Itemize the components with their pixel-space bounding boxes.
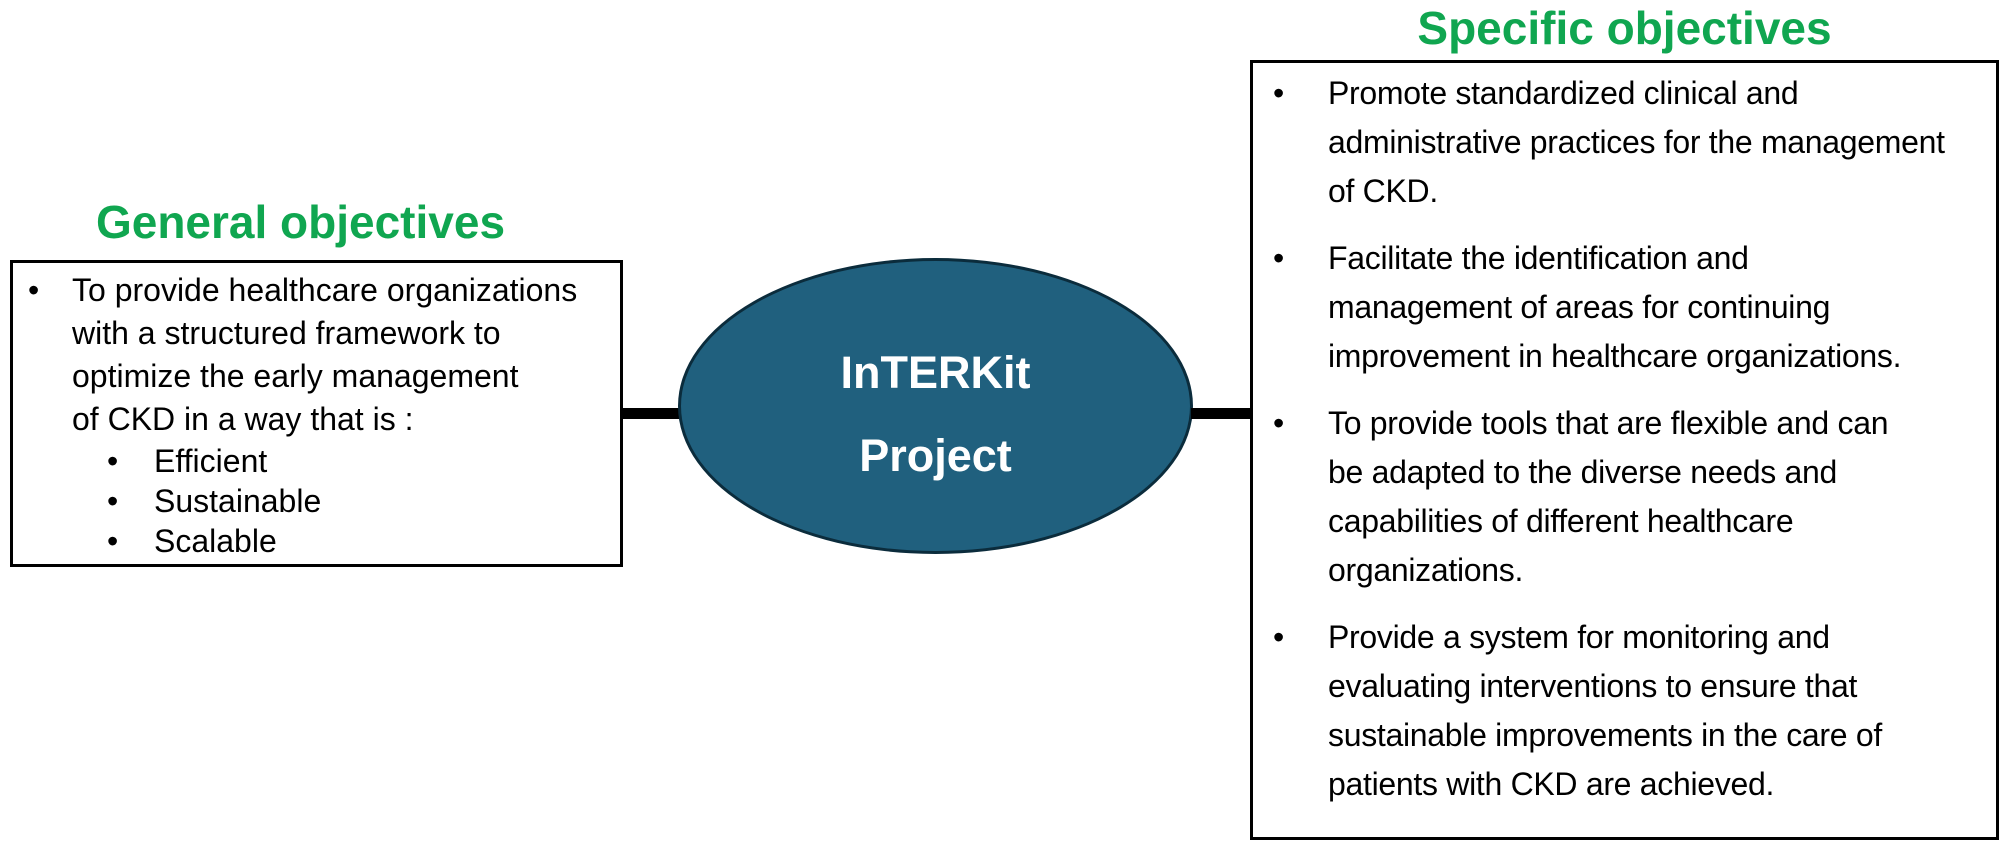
text-line: with a structured framework to (72, 315, 501, 351)
general-objectives-heading: General objectives (95, 196, 506, 248)
general-objectives-box: • To provide healthcare organizations wi… (10, 260, 623, 567)
specific-bullet-text: Promote standardized clinical and admini… (1328, 69, 1945, 216)
specific-bullet-text: Provide a system for monitoring and eval… (1328, 613, 1882, 809)
text-line: To provide healthcare organizations (72, 272, 578, 308)
specific-objectives-heading: Specific objectives (1417, 2, 1832, 54)
text-line: Efficient (154, 443, 268, 479)
general-sub-bullet-item: • Scalable (107, 521, 612, 561)
text-line: be adapted to the diverse needs and (1328, 454, 1838, 490)
text-line: management of areas for continuing (1328, 289, 1831, 325)
text-line: Scalable (154, 523, 277, 559)
text-line: optimize the early management (72, 358, 519, 394)
text-line: To provide tools that are flexible and c… (1328, 405, 1889, 441)
text-line: sustainable improvements in the care of (1328, 717, 1882, 753)
ellipse-title-line: InTERKit (840, 347, 1031, 398)
general-bullet-text: To provide healthcare organizations with… (72, 269, 577, 441)
text-line: administrative practices for the managem… (1328, 124, 1945, 160)
text-line: improvement in healthcare organizations. (1328, 338, 1902, 374)
specific-bullet-item: • Facilitate the identification and mana… (1273, 234, 1986, 381)
general-sub-bullet-item: • Efficient (107, 441, 612, 481)
general-bullet-item: • To provide healthcare organizations wi… (28, 269, 612, 441)
bullet-icon: • (1273, 405, 1284, 441)
specific-bullet-text: To provide tools that are flexible and c… (1328, 399, 1889, 595)
bullet-icon: • (28, 272, 40, 308)
bullet-icon: • (1273, 240, 1284, 276)
interkit-project-ellipse: InTERKit Project (678, 258, 1193, 554)
bullet-icon: • (1273, 619, 1284, 655)
text-line: Provide a system for monitoring and (1328, 619, 1830, 655)
specific-bullet-item: • Promote standardized clinical and admi… (1273, 69, 1986, 216)
bullet-icon: • (107, 443, 119, 479)
ellipse-title-line: Project (859, 430, 1012, 481)
text-line: patients with CKD are achieved. (1328, 766, 1775, 802)
connector-line-right (1191, 408, 1254, 419)
specific-bullet-item: • To provide tools that are flexible and… (1273, 399, 1986, 595)
bullet-icon: • (107, 483, 119, 519)
general-sub-bullet-item: • Sustainable (107, 481, 612, 521)
bullet-icon: • (107, 523, 119, 559)
text-line: Sustainable (154, 483, 322, 519)
text-line: organizations. (1328, 552, 1524, 588)
text-line: Facilitate the identification and (1328, 240, 1749, 276)
text-line: of CKD in a way that is : (72, 401, 414, 437)
text-line: evaluating interventions to ensure that (1328, 668, 1858, 704)
text-line: of CKD. (1328, 173, 1438, 209)
connector-line-left (620, 408, 682, 419)
specific-objectives-box: • Promote standardized clinical and admi… (1250, 60, 1999, 840)
text-line: Promote standardized clinical and (1328, 75, 1799, 111)
specific-bullet-text: Facilitate the identification and manage… (1328, 234, 1902, 381)
specific-bullet-item: • Provide a system for monitoring and ev… (1273, 613, 1986, 809)
text-line: capabilities of different healthcare (1328, 503, 1794, 539)
bullet-icon: • (1273, 75, 1284, 111)
